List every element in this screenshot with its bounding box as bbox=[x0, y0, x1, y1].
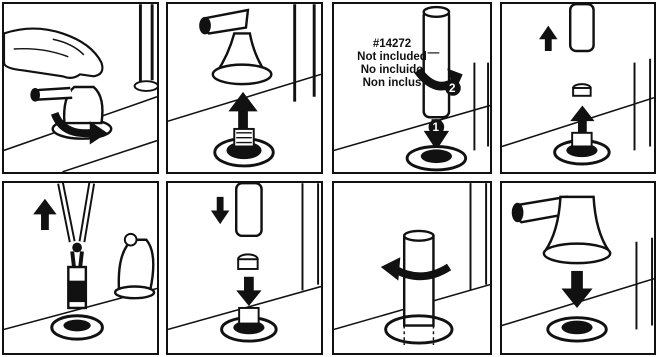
panel-lift-handle bbox=[166, 2, 323, 174]
rotate-cartridge-illustration bbox=[334, 183, 490, 353]
pliers-illustration bbox=[4, 183, 157, 353]
tool-note-en: Not included bbox=[348, 51, 436, 64]
panel-install-ring bbox=[166, 181, 323, 355]
tool-note-es: No incluido bbox=[348, 64, 436, 77]
lift-handle-illustration bbox=[168, 4, 321, 172]
panel-remove-ring bbox=[500, 2, 656, 174]
tool-part-number: #14272 bbox=[348, 38, 436, 51]
panel-insert-tool: 2 1 #14272 Not included No incluido Non … bbox=[332, 2, 492, 174]
remove-ring-illustration bbox=[502, 4, 654, 172]
panel-rotate-cartridge bbox=[332, 181, 492, 355]
step-number-1: 1 bbox=[432, 121, 439, 134]
tool-callout: #14272 Not included No incluido Non incl… bbox=[348, 38, 436, 90]
panel-remove-handle bbox=[2, 2, 159, 174]
tool-note-fr: Non inclus bbox=[348, 77, 436, 90]
hand-turning-handle-illustration bbox=[4, 4, 157, 172]
step-number-2: 2 bbox=[449, 82, 456, 95]
install-ring-illustration bbox=[168, 183, 321, 353]
reinstall-handle-illustration bbox=[502, 183, 654, 353]
panel-reinstall-handle bbox=[500, 181, 656, 355]
panel-pull-cartridge bbox=[2, 181, 159, 355]
